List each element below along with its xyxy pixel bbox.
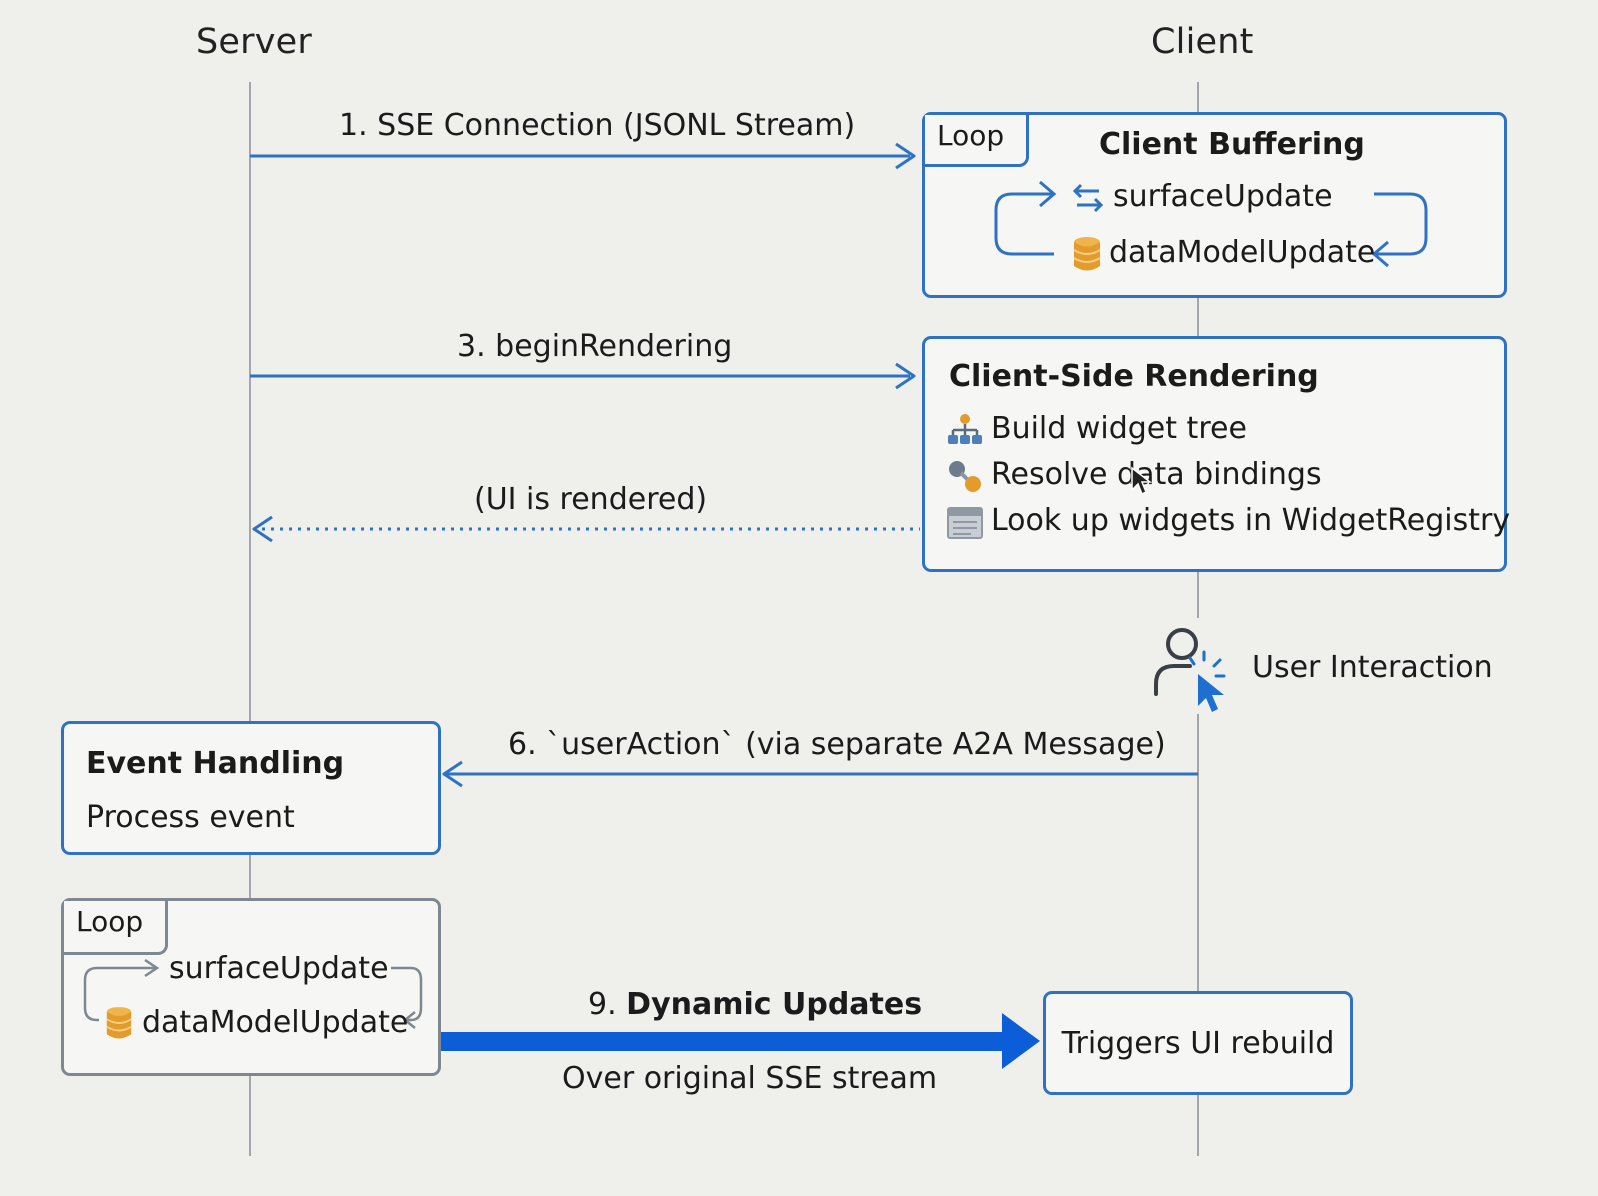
user-click-icon (1154, 628, 1226, 712)
dynamic-updates-label: 9. Dynamic Updates (588, 987, 922, 1022)
database-icon (106, 1007, 132, 1039)
process-event-text: Process event (86, 800, 295, 835)
server-data-model-update-item: dataModelUpdate (142, 1005, 409, 1040)
triggers-ui-rebuild-text: Triggers UI rebuild (1061, 1025, 1335, 1061)
loop-tag: Loop (925, 115, 1029, 167)
dynamic-updates-sublabel: Over original SSE stream (562, 1061, 938, 1096)
server-loop-tag: Loop (64, 901, 168, 955)
server-surface-update-item: surfaceUpdate (169, 951, 389, 986)
client-buffering-title: Client Buffering (1099, 127, 1365, 162)
server-loop-cycle-arrows (83, 958, 423, 1029)
surface-update-item: surfaceUpdate (1113, 179, 1333, 214)
event-handling-title: Event Handling (86, 746, 345, 781)
triggers-ui-rebuild-box: Triggers UI rebuild (1043, 991, 1353, 1095)
sse-connection-label: 1. SSE Connection (JSONL Stream) (339, 108, 856, 143)
client-side-rendering-title: Client-Side Rendering (949, 359, 1319, 394)
user-action-arrow (442, 760, 1198, 788)
event-handling-box: Event Handling Process event (61, 721, 441, 855)
mouse-cursor-icon (1131, 466, 1152, 496)
link-icon (949, 461, 981, 492)
client-buffering-loop: Loop Client Buffering surfaceUpdate data… (922, 112, 1507, 298)
user-action-label: 6. `userAction` (via separate A2A Messag… (508, 727, 1166, 762)
begin-rendering-label: 3. beginRendering (457, 329, 733, 364)
hierarchy-icon (948, 414, 982, 444)
ui-rendered-label: (UI is rendered) (474, 482, 708, 517)
server-update-loop: Loop surfaceUpdate dataModelUpdate (61, 898, 441, 1076)
dynamic-updates-title: Dynamic Updates (626, 987, 923, 1022)
widget-registry-item: Look up widgets in WidgetRegistry (991, 503, 1511, 538)
build-widget-tree-item: Build widget tree (991, 411, 1247, 446)
server-lifeline (249, 82, 251, 1156)
client-participant-title: Client (1151, 22, 1254, 62)
user-interaction-label: User Interaction (1252, 650, 1493, 685)
swap-arrows-icon (1072, 183, 1104, 213)
ui-rendered-return-arrow (252, 515, 920, 543)
client-side-rendering-box: Client-Side Rendering Build widget tree … (922, 336, 1511, 572)
begin-rendering-arrow (250, 362, 916, 390)
registry-icon (947, 507, 983, 539)
server-participant-title: Server (196, 22, 312, 62)
loop-cycle-arrows (994, 180, 1428, 268)
dynamic-updates-number: 9. (588, 987, 617, 1022)
data-model-update-item: dataModelUpdate (1109, 235, 1376, 270)
database-icon (1073, 237, 1101, 271)
resolve-data-bindings-item: Resolve data bindings (991, 457, 1322, 492)
sse-connection-arrow (250, 142, 916, 170)
